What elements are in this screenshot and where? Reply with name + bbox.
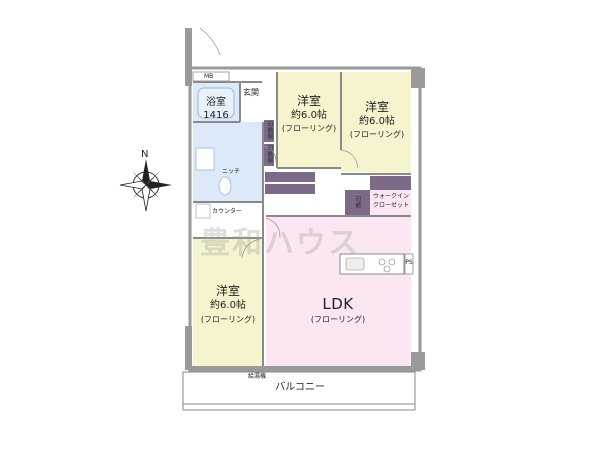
storage-shelf-1 [264,120,274,142]
compass-rose [119,159,172,212]
western-bottom-floor: (フローリング) [200,315,256,324]
sink [345,257,365,271]
toilet [218,176,232,196]
bath-size: 1416 [203,110,229,121]
counter-label: カウンター [212,208,243,215]
storage-walk-in-top [370,176,411,190]
movable-shelf-label-b: 可動棚 [266,145,273,163]
mb-label: MB [204,73,214,80]
western-top-right-floor: (フローリング) [349,130,405,139]
western-bottom-area: 約6.0帖 [210,300,246,311]
bath-name: 浴室 [206,97,226,108]
washing-machine [195,203,211,219]
western-top-right-name: 洋室 [364,100,389,114]
wall-left-lower [185,326,192,370]
movable-shelf-label-c: 可動 [354,196,361,208]
balcony-label: バルコニー [275,382,325,393]
wall-right-upper [411,68,425,88]
room-ldk [266,216,411,366]
storage-walk-in-side [345,190,370,216]
wall-bottom [190,366,412,370]
storage-hall-1 [265,172,315,182]
room-western-top-right [341,72,411,174]
washbasin [195,147,215,171]
storage-shelf-2 [264,144,274,166]
walk-in-label-2: クローゼット [373,202,410,209]
movable-shelf-label-a: 可動棚 [266,121,273,139]
walk-in-label-1: ウォークイン [373,193,410,200]
room-western-top-left [277,72,341,168]
ldk-name: LDK [322,295,354,313]
wall-right-lower [411,352,425,370]
ldk-floor: (フローリング) [310,315,366,324]
western-top-left-area: 約6.0帖 [291,110,327,121]
mb-box [192,71,230,82]
room-western-bottom [193,238,263,366]
compass-north-label: N [141,149,149,160]
watermark: 豊和ハウス [200,226,360,261]
entrance-label: 玄関 [243,88,259,97]
niche-label: ニッチ [222,168,241,175]
western-top-left-name: 洋室 [296,94,321,108]
ps-label: PS [405,259,413,266]
water-supply-label: 給湯機 [248,373,267,380]
bathtub [197,87,235,119]
western-top-right-area: 約6.0帖 [359,116,395,127]
wall-left-upper [185,28,192,86]
western-top-left-floor: (フローリング) [281,124,337,133]
western-bottom-name: 洋室 [215,284,240,298]
storage-hall-2 [265,184,315,194]
ps-box [404,253,414,275]
